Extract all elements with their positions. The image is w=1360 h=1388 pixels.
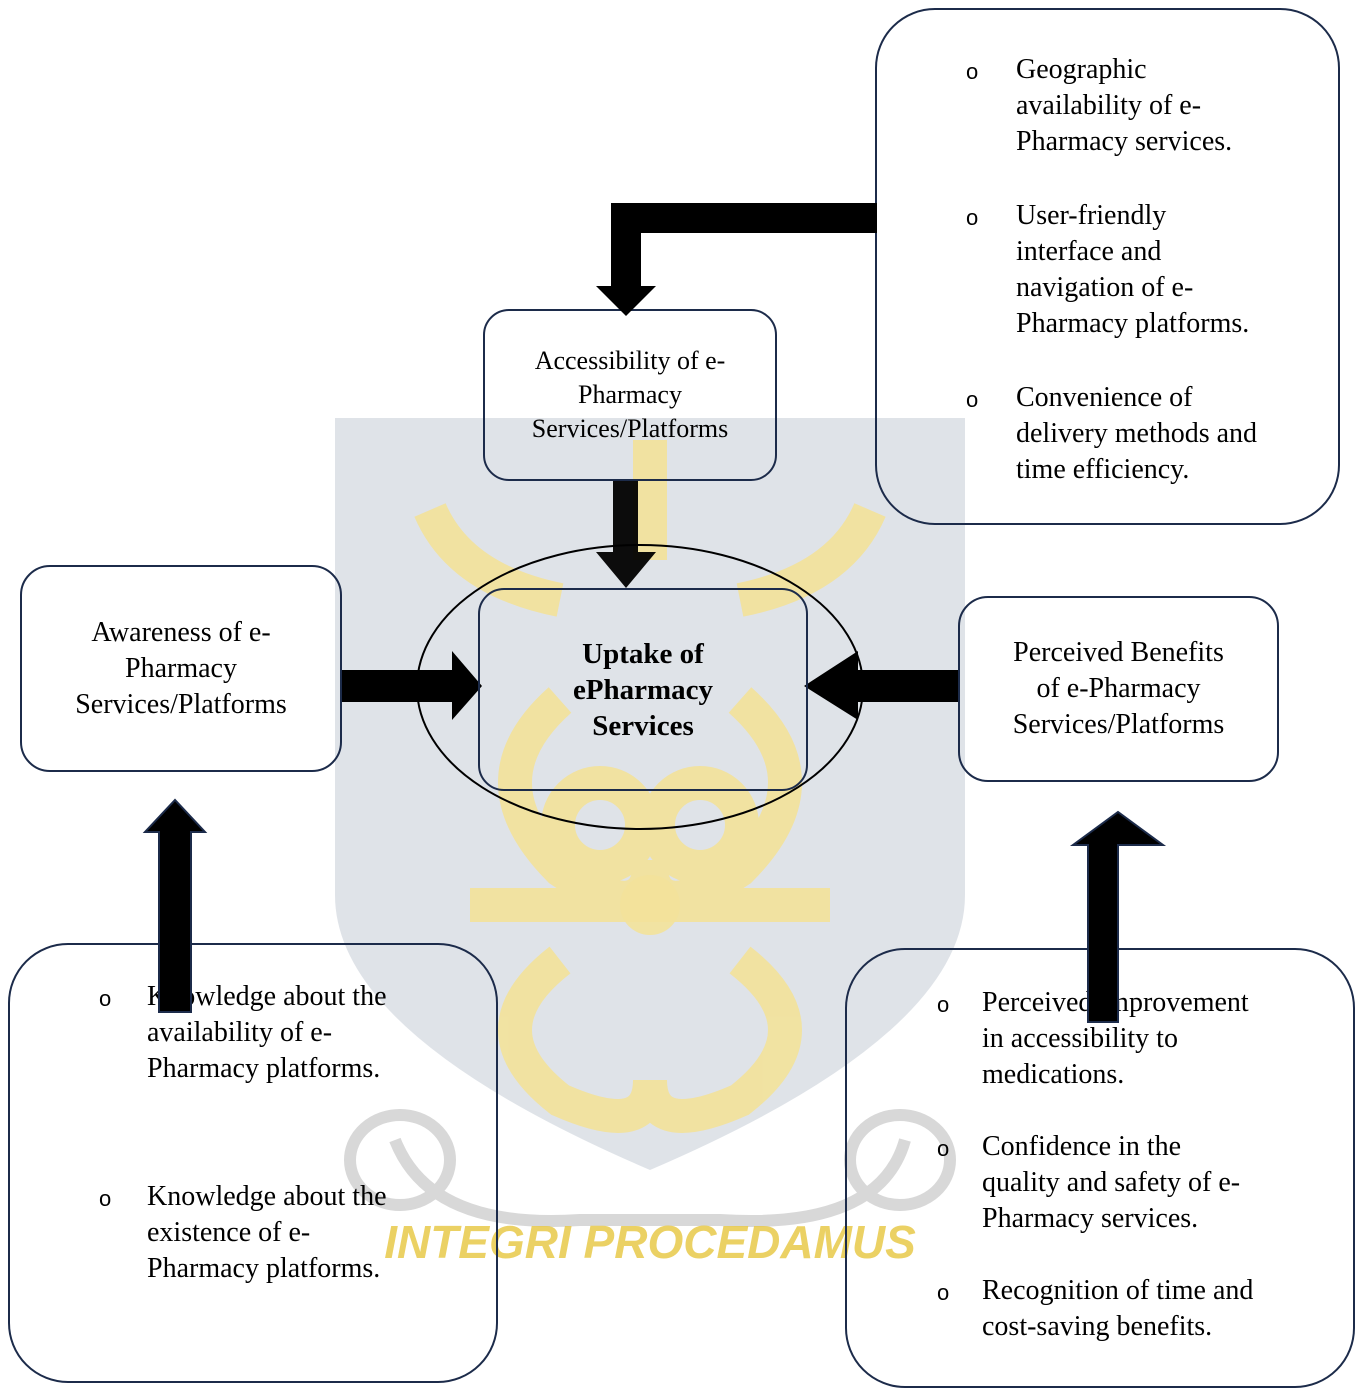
motto-text: INTEGRI PROCEDAMUS (384, 1216, 916, 1268)
bullet-icon: o (966, 387, 979, 412)
accessibility-label: Accessibility of e- Pharmacy Services/Pl… (532, 344, 728, 446)
factor-line: Geographic (1016, 54, 1147, 85)
label-line: Services/Platforms (531, 414, 729, 443)
factor-line: Pharmacy platforms. (147, 1053, 381, 1084)
bullet-icon: o (937, 992, 950, 1017)
list-item: o Convenience of delivery methods and ti… (966, 380, 1316, 488)
bullet-icon: o (966, 59, 979, 84)
factor-line: Knowledge about the (147, 981, 387, 1012)
factor-line: time efficiency. (1016, 454, 1190, 485)
factor-line: Knowledge about the (147, 1181, 387, 1212)
list-item: o Perceived improvement in accessibility… (937, 985, 1342, 1093)
factor-line: existence of e- (147, 1217, 311, 1248)
benefits-label: Perceived Benefits of e-Pharmacy Service… (1013, 635, 1225, 743)
awareness-factors-list: o Knowledge about the availability of e-… (99, 979, 467, 1287)
awareness-label: Awareness of e- Pharmacy Services/Platfo… (75, 615, 287, 723)
list-item: o Recognition of time and cost-saving be… (937, 1273, 1342, 1345)
label-line: Services/Platforms (1012, 709, 1225, 740)
factor-line: availability of e- (147, 1017, 333, 1048)
factor-line: navigation of e- (1016, 272, 1194, 303)
bullet-icon: o (99, 1186, 112, 1211)
factor-line: Pharmacy platforms. (147, 1253, 381, 1284)
benefits-node: Perceived Benefits of e-Pharmacy Service… (958, 596, 1279, 782)
accessibility-factors-list: o Geographic availability of e- Pharmacy… (966, 52, 1316, 526)
bullet-icon: o (966, 205, 979, 230)
factor-line: delivery methods and (1016, 418, 1258, 449)
list-item: o Knowledge about the existence of e- Ph… (99, 1179, 467, 1287)
factor-line: Convenience of (1016, 382, 1193, 413)
awareness-node: Awareness of e- Pharmacy Services/Platfo… (20, 565, 342, 772)
factor-line: Perceived improvement (982, 987, 1249, 1018)
factor-line: availability of e- (1016, 90, 1202, 121)
list-item: o Geographic availability of e- Pharmacy… (966, 52, 1316, 160)
bullet-icon: o (937, 1280, 950, 1305)
factor-line: in accessibility to (982, 1023, 1178, 1054)
label-line: Pharmacy (125, 652, 237, 684)
factor-line: cost-saving benefits. (982, 1311, 1213, 1342)
factor-line: medications. (982, 1059, 1125, 1090)
label-line: Awareness of e- (91, 616, 271, 648)
uptake-node: Uptake of ePharmacy Services (478, 588, 808, 791)
factor-line: interface and (1016, 236, 1162, 267)
list-item: o Knowledge about the availability of e-… (99, 979, 467, 1087)
bullet-icon: o (937, 1136, 950, 1161)
factor-line: Pharmacy services. (982, 1203, 1199, 1234)
label-line: Pharmacy (578, 380, 682, 409)
label-line: Uptake of (582, 637, 704, 670)
scroll-banner (344, 1109, 956, 1227)
factor-line: User-friendly (1016, 200, 1167, 231)
benefit-factors-list: o Perceived improvement in accessibility… (937, 985, 1342, 1381)
list-item: o Confidence in the quality and safety o… (937, 1129, 1342, 1237)
label-line: Services (592, 709, 694, 742)
bullet-icon: o (99, 986, 112, 1011)
factor-line: Recognition of time and (982, 1275, 1254, 1306)
factor-line: Confidence in the (982, 1131, 1182, 1162)
accessibility-node: Accessibility of e- Pharmacy Services/Pl… (483, 309, 777, 481)
label-line: Perceived Benefits (1013, 637, 1224, 668)
label-line: of e-Pharmacy (1036, 673, 1201, 704)
accessibility-factors-box: o Geographic availability of e- Pharmacy… (875, 8, 1340, 525)
label-line: Accessibility of e- (534, 346, 726, 375)
label-line: Services/Platforms (75, 688, 287, 720)
awareness-factors-box: o Knowledge about the availability of e-… (8, 943, 498, 1383)
label-line: ePharmacy (572, 673, 714, 706)
factor-line: quality and safety of e- (982, 1167, 1241, 1198)
uptake-label: Uptake of ePharmacy Services (573, 636, 713, 744)
benefit-factors-box: o Perceived improvement in accessibility… (845, 948, 1355, 1388)
list-item: o User-friendly interface and navigation… (966, 198, 1316, 342)
factor-line: Pharmacy platforms. (1016, 308, 1250, 339)
factor-line: Pharmacy services. (1016, 126, 1233, 157)
emblem-center-dot (620, 875, 680, 935)
